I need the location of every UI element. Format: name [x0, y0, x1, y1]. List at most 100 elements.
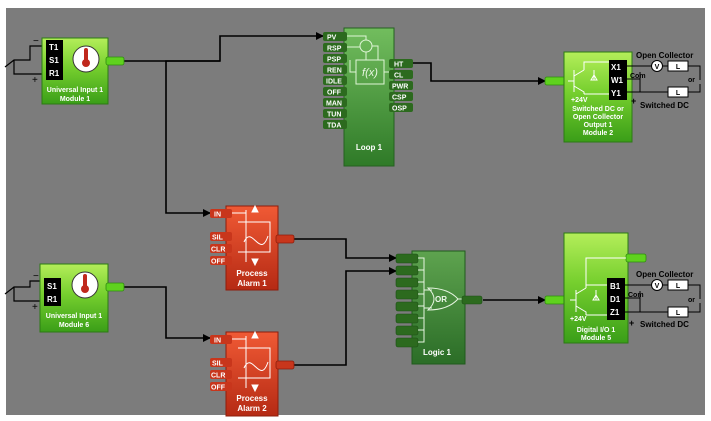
input-pin-off[interactable]: OFF: [210, 382, 232, 392]
terminal-d1[interactable]: D1: [610, 295, 621, 304]
terminal-s1[interactable]: S1: [49, 56, 59, 65]
input-pin-clr[interactable]: CLR: [210, 244, 232, 254]
input-pin-2[interactable]: [395, 265, 419, 276]
output-pin-ht[interactable]: HT: [389, 59, 413, 69]
module-title: Universal Input 1: [46, 313, 103, 320]
output-pin[interactable]: [275, 360, 295, 370]
svg-text:RSP: RSP: [327, 46, 342, 53]
input-pin-in[interactable]: IN: [210, 209, 232, 219]
module-title: Universal Input 1: [47, 87, 104, 94]
input-pin-idle[interactable]: IDLE: [323, 76, 347, 86]
output-1-module-2[interactable]: X1 W1 Y1 +24V Switched DC or Open Collec…: [544, 51, 701, 143]
svg-text:OFF: OFF: [211, 259, 226, 266]
terminal-s1[interactable]: S1: [47, 282, 57, 291]
process-alarm-2-block[interactable]: IN SIL CLR OFF Process Alarm 2: [210, 330, 295, 417]
module-line-1: Switched DC or: [572, 106, 624, 113]
polarity-minus: −: [33, 36, 39, 47]
block-subtitle: Alarm 1: [237, 279, 267, 288]
voltmeter-icon: [651, 60, 663, 72]
input-pin-sil[interactable]: SIL: [210, 232, 232, 242]
voltmeter-label: V: [655, 64, 660, 71]
input-pin-rsp[interactable]: RSP: [323, 43, 347, 53]
input-pin-tda[interactable]: TDA: [323, 120, 347, 130]
output-pin-pwr[interactable]: PWR: [389, 81, 413, 91]
load-box-bottom: [667, 86, 689, 98]
output-pin-csp[interactable]: CSP: [389, 92, 413, 102]
svg-text:IN: IN: [214, 338, 221, 345]
output-pin-cl[interactable]: CL: [389, 70, 413, 80]
polarity-minus: −: [33, 271, 39, 282]
svg-text:TDA: TDA: [327, 123, 341, 130]
terminal-strip: [44, 278, 61, 306]
terminal-y1[interactable]: Y1: [611, 89, 621, 98]
input-pin-5[interactable]: [395, 301, 419, 312]
input-pin-ren[interactable]: REN: [323, 65, 347, 75]
alarm-curve-icon: [232, 330, 271, 393]
input-pin-psp[interactable]: PSP: [323, 54, 347, 64]
load-box-bottom: [667, 306, 689, 318]
load-label-top: L: [676, 64, 681, 71]
output-pin[interactable]: [461, 295, 483, 305]
terminal-w1[interactable]: W1: [611, 76, 624, 85]
input-pin-8[interactable]: [395, 337, 419, 348]
input-pin-tun[interactable]: TUN: [323, 109, 347, 119]
svg-text:SIL: SIL: [212, 235, 224, 242]
output-pin-osp[interactable]: OSP: [389, 103, 413, 113]
input-pin-1[interactable]: [395, 253, 419, 264]
terminal-strip: [607, 278, 625, 320]
output-pin[interactable]: [275, 234, 295, 244]
input-pin-clr[interactable]: CLR: [210, 370, 232, 380]
alarm-curve-icon: [232, 204, 271, 267]
logic-1-block[interactable]: OR Logic 1: [395, 250, 483, 365]
terminal-x1[interactable]: X1: [611, 63, 621, 72]
output-pin[interactable]: [625, 253, 647, 263]
output-pin[interactable]: [105, 282, 125, 292]
svg-text:CL: CL: [394, 73, 404, 80]
transistor-icon: [568, 61, 609, 95]
input-pin-pv[interactable]: PV: [323, 32, 347, 42]
input-pin-4[interactable]: [395, 289, 419, 300]
open-collector-label: Open Collector: [636, 51, 693, 60]
process-alarm-1-block[interactable]: IN SIL CLR OFF Process Alarm 1: [210, 204, 295, 291]
input-pin-6[interactable]: [395, 313, 419, 324]
input-pin-in[interactable]: IN: [210, 335, 232, 345]
block-title: Process: [236, 269, 268, 278]
loop-input-pins: PV RSP PSP REN IDLE OFF MAN TUN TDA: [323, 32, 347, 130]
load-label-bottom: L: [676, 90, 681, 97]
input-pin-off[interactable]: OFF: [210, 256, 232, 266]
wires: [121, 32, 546, 366]
external-wiring: [625, 284, 701, 313]
svg-text:OFF: OFF: [327, 90, 342, 97]
module-line-3: Output 1: [584, 122, 613, 129]
input-pin-7[interactable]: [395, 325, 419, 336]
polarity-plus: +: [32, 75, 38, 86]
block-title: Process: [236, 394, 268, 403]
module-number: Module 1: [60, 96, 90, 103]
input-pin-man[interactable]: MAN: [323, 98, 347, 108]
terminal-b1[interactable]: B1: [610, 282, 621, 291]
input-pin-off[interactable]: OFF: [323, 87, 347, 97]
universal-input-module-1[interactable]: − + T1 S1 R1 Universal Input 1 Module 1: [4, 36, 125, 105]
terminal-t1[interactable]: T1: [49, 43, 59, 52]
svg-text:HT: HT: [394, 62, 404, 69]
thermometer-icon: [71, 271, 99, 299]
loop-1-block[interactable]: PV RSP PSP REN IDLE OFF MAN TUN TDA HT C…: [323, 27, 413, 167]
module-number: Module 6: [59, 322, 89, 329]
switched-dc-label: Switched DC: [640, 320, 689, 329]
terminal-r1[interactable]: R1: [49, 69, 60, 78]
digital-io-1-module-5[interactable]: B1 D1 Z1 +24V Digital I/O 1 Module 5 V L…: [544, 232, 701, 344]
terminal-r1[interactable]: R1: [47, 295, 58, 304]
sensor-wire: [4, 45, 46, 75]
input-pin-3[interactable]: [395, 277, 419, 288]
module-line-4: Module 2: [583, 130, 613, 137]
svg-text:IN: IN: [214, 212, 221, 219]
external-wiring: [627, 65, 701, 93]
universal-input-module-6[interactable]: − + S1 R1 Universal Input 1 Module 6: [4, 263, 125, 333]
wire-alarm2-to-logic: [293, 267, 397, 366]
input-pin-sil[interactable]: SIL: [210, 358, 232, 368]
terminal-z1[interactable]: Z1: [610, 308, 620, 317]
output-pin[interactable]: [105, 56, 125, 66]
wire-input6-to-alarm2-in: [121, 286, 211, 342]
svg-text:PWR: PWR: [392, 84, 408, 91]
